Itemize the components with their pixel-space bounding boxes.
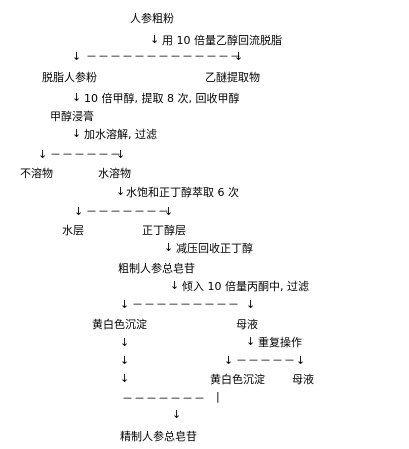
node-ginseng-powder: 人参粗粉 bbox=[130, 12, 174, 25]
arrow-down-icon: ↓ bbox=[72, 50, 82, 63]
arrow-down-icon: ↓ bbox=[234, 50, 244, 63]
arrow-down-icon: ↓ bbox=[116, 148, 126, 161]
step-label-repeat: 重复操作 bbox=[258, 336, 302, 349]
arrow-down-icon: ↓ bbox=[170, 279, 180, 292]
arrow-down-icon: ↓ bbox=[72, 127, 82, 140]
node-defatted-powder: 脱脂人参粉 bbox=[42, 71, 97, 84]
node-methanol-extract: 甲醇浸膏 bbox=[50, 110, 94, 123]
step-label-defat: 用 10 倍量乙醇回流脱脂 bbox=[162, 34, 282, 47]
arrow-down-icon: ↓ bbox=[150, 33, 160, 46]
node-mother-liquor-1: 母液 bbox=[236, 318, 258, 331]
arrow-down-icon: ↓ bbox=[224, 354, 234, 367]
arrow-down-icon: ↓ bbox=[164, 205, 174, 218]
node-ether-extract: 乙醚提取物 bbox=[205, 71, 260, 84]
node-butanol-layer: 正丁醇层 bbox=[142, 224, 186, 237]
branch-line: －－－－－－－－－－－－－ bbox=[86, 50, 242, 63]
step-label-evaporate: 减压回收正丁醇 bbox=[176, 242, 253, 255]
node-water-layer: 水层 bbox=[62, 224, 84, 237]
merge-connector: | bbox=[216, 390, 220, 403]
arrow-down-icon: ↓ bbox=[120, 336, 130, 349]
arrow-down-icon: ↓ bbox=[172, 408, 182, 421]
arrow-down-icon: ↓ bbox=[116, 185, 126, 198]
arrow-down-icon: ↓ bbox=[120, 372, 130, 385]
arrow-down-icon: ↓ bbox=[72, 91, 82, 104]
node-water-soluble: 水溶物 bbox=[98, 167, 131, 180]
branch-line: －－－－－－ bbox=[50, 148, 122, 161]
branch-line: －－－－－ bbox=[236, 354, 296, 367]
step-label-methanol: 10 倍甲醇, 提取 8 次, 回收甲醇 bbox=[84, 92, 240, 105]
merge-line: －－－－－－－ bbox=[122, 392, 206, 405]
arrow-down-icon: ↓ bbox=[296, 354, 306, 367]
step-label-butanol: 水饱和正丁醇萃取 6 次 bbox=[126, 186, 239, 199]
arrow-down-icon: ↓ bbox=[74, 205, 84, 218]
arrow-down-icon: ↓ bbox=[246, 298, 256, 311]
step-label-dissolve: 加水溶解, 过滤 bbox=[84, 128, 157, 141]
arrow-down-icon: ↓ bbox=[120, 298, 130, 311]
node-crude-saponin: 粗制人参总皂苷 bbox=[118, 262, 195, 275]
node-insoluble: 不溶物 bbox=[20, 167, 53, 180]
arrow-down-icon: ↓ bbox=[38, 148, 48, 161]
node-precipitate-2: 黄白色沉淀 bbox=[210, 373, 265, 386]
branch-line: －－－－－－－－－ bbox=[132, 298, 240, 311]
node-refined-saponin: 精制人参总皂苷 bbox=[120, 430, 197, 443]
arrow-down-icon: ↓ bbox=[164, 241, 174, 254]
branch-line: －－－－－－－ bbox=[86, 205, 170, 218]
step-label-acetone: 倾入 10 倍量丙酮中, 过滤 bbox=[182, 280, 309, 293]
node-precipitate-1: 黄白色沉淀 bbox=[92, 318, 147, 331]
arrow-down-icon: ↓ bbox=[120, 354, 130, 367]
arrow-down-icon: ↓ bbox=[246, 335, 256, 348]
node-mother-liquor-2: 母液 bbox=[292, 373, 314, 386]
